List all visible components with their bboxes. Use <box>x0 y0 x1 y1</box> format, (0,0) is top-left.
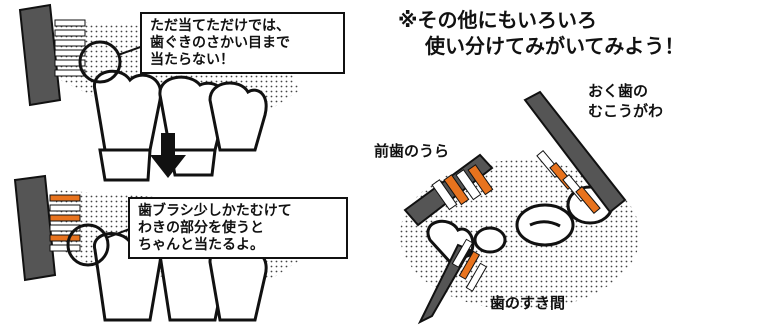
label-front-back: 前歯のうら <box>374 142 450 160</box>
toothbrush-icon <box>13 174 81 282</box>
down-arrow-icon <box>150 133 186 178</box>
label-back-teeth-2: むこうがわ <box>588 102 664 120</box>
callout-bottom-line: ちゃんと当たるよ。 <box>138 237 264 253</box>
toothbrush-icon <box>523 90 627 215</box>
label-back-teeth-1: おく歯の <box>588 82 649 100</box>
callout-top-line: ただ当てただけでは、 <box>150 18 290 34</box>
tooth-icon <box>93 69 268 182</box>
callout-bottom-line: わきの部分を使うと <box>138 220 264 236</box>
callout-top-line: 歯ぐきのさかい目まで <box>150 35 290 51</box>
right-panel-drawing <box>400 90 640 325</box>
toothbrush-icon <box>403 153 494 227</box>
callout-bottom-line: 歯ブラシ少しかたむけて <box>138 203 292 219</box>
focus-circle <box>78 40 122 84</box>
toothbrush-icon <box>18 3 86 107</box>
toothbrush-icon <box>417 238 488 325</box>
heading-line-1: ※その他にもいろいろ <box>398 8 598 32</box>
label-gaps: 歯のすき間 <box>490 294 566 312</box>
callout-top-line: 当たらない！ <box>150 52 234 68</box>
callout-bottom: 歯ブラシ少しかたむけて わきの部分を使うと ちゃんと当たるよ。 <box>128 197 348 259</box>
heading-line-2: 使い分けてみがいてみよう！ <box>425 34 685 58</box>
focus-circle <box>66 223 110 267</box>
callout-top: ただ当てただけでは、 歯ぐきのさかい目まで 当たらない！ <box>140 12 345 74</box>
